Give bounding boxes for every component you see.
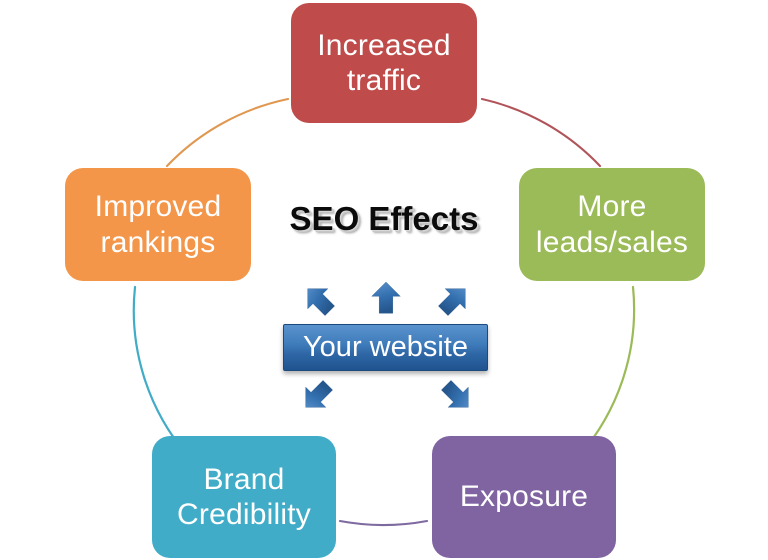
arrow-down-right-icon (433, 372, 481, 420)
node-brand-credibility[interactable]: Brand Credibility (152, 436, 336, 558)
node-increased-traffic-label: Increased traffic (317, 28, 451, 97)
arrow-down-left-icon (293, 372, 341, 420)
node-more-leads-sales-label: More leads/sales (535, 190, 689, 259)
node-improved-rankings-label: Improved rankings (94, 190, 222, 259)
diagram-title: SEO Effects (289, 200, 479, 237)
arrow-up-left-icon (295, 276, 343, 324)
arc-brand-to-rankings (132, 285, 189, 457)
node-increased-traffic[interactable]: Increased traffic (291, 3, 477, 123)
arc-traffic-to-leads (480, 97, 602, 168)
arc-rankings-to-traffic (165, 97, 290, 168)
arrow-up-icon (369, 281, 403, 315)
node-improved-rankings[interactable]: Improved rankings (65, 168, 251, 281)
node-exposure[interactable]: Exposure (432, 436, 616, 558)
node-more-leads-sales[interactable]: More leads/sales (519, 168, 705, 281)
node-exposure-label: Exposure (459, 480, 589, 514)
node-your-website-label: Your website (303, 331, 468, 363)
arc-exposure-to-brand (338, 519, 429, 526)
arrow-up-right-icon (430, 276, 478, 324)
node-your-website[interactable]: Your website (283, 324, 488, 371)
arc-leads-to-exposure (578, 285, 636, 457)
node-brand-credibility-label: Brand Credibility (177, 462, 311, 531)
